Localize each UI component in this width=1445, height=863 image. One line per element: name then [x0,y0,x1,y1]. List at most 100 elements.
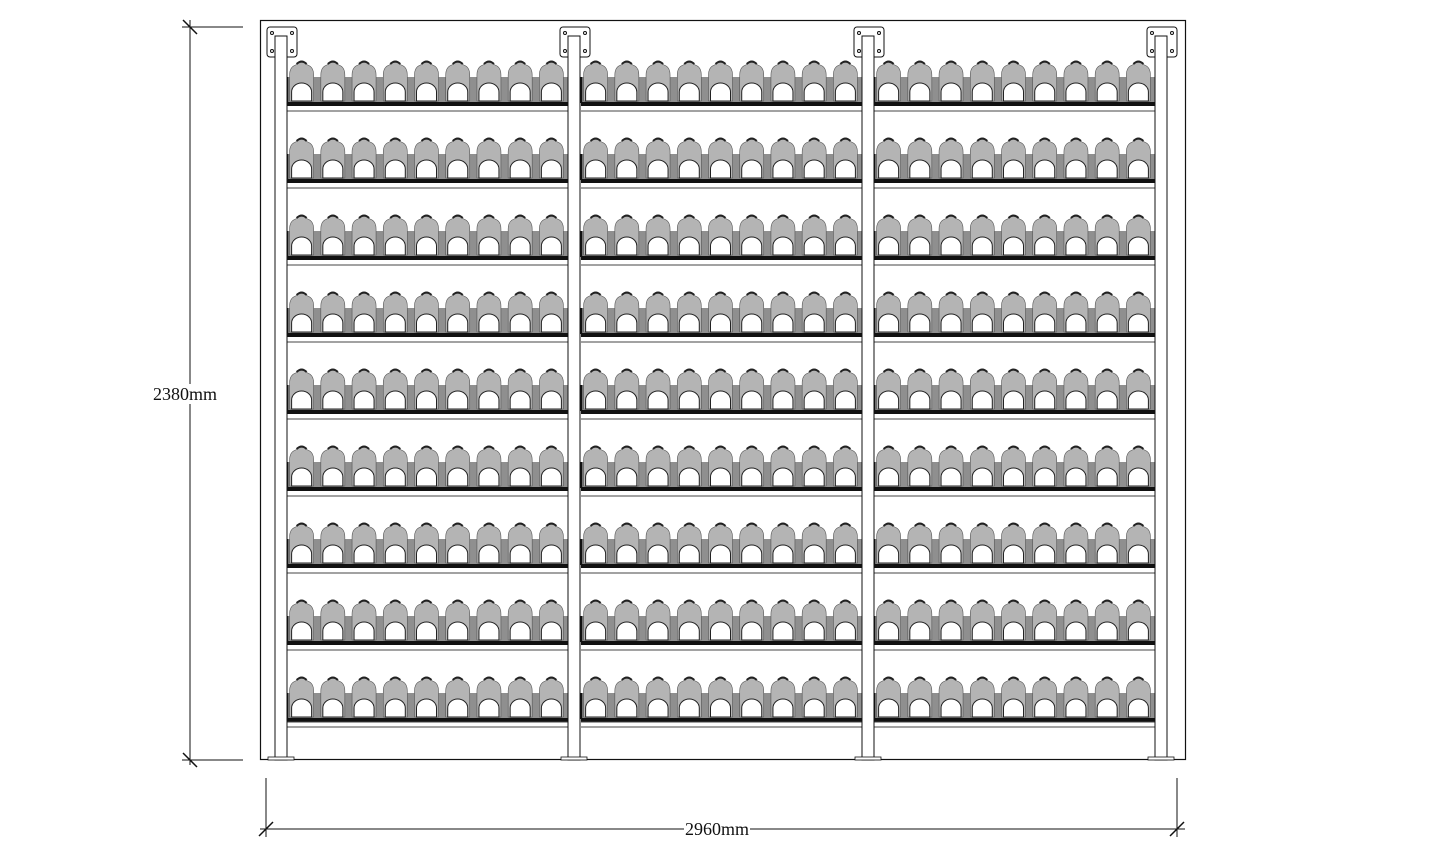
bottle-neck-rim [358,214,370,219]
bottle-neck-rim [327,214,339,219]
bottle-hole [647,621,669,641]
bottle-hole [1096,621,1118,641]
bottle-neck-rim [420,368,433,373]
bottle-neck-rim [1101,676,1113,681]
bottle-neck-rim [483,291,495,296]
bottle-hole [540,698,562,718]
bottle-hole [1003,698,1024,718]
bottle-neck-rim [683,676,695,681]
bottle-neck-rim [295,214,308,219]
bottle-neck-rim [683,291,695,296]
bottle-hole [710,467,731,487]
bottle-hole [1003,236,1024,256]
bottle-hole [478,390,500,410]
bottle-hole [834,467,856,487]
shelf-rail [287,256,568,260]
bottle-hole [540,544,562,564]
bottle-hole [772,82,794,102]
bottle-neck-rim [1070,522,1082,527]
bottle-hole [1034,82,1056,102]
bottle-hole [447,390,469,410]
bottle-hole [1096,544,1118,564]
shelf-rail [874,564,1155,568]
bottle-hole [678,621,700,641]
bottle-neck-rim [882,214,895,219]
bottle-neck-rim [882,60,895,65]
bottle-hole [940,390,962,410]
bottle-hole [1096,390,1118,410]
bottle-neck-rim [295,60,308,65]
bracket-screw-hole [270,49,274,53]
bottle-hole [478,82,500,102]
bottle-neck-rim [1132,291,1145,296]
bottle-neck-rim [514,522,526,527]
bottle-hole [803,544,825,564]
post-foot [560,756,588,761]
bottle-neck-rim [652,291,664,296]
bottle-neck-rim [839,445,852,450]
bottle-neck-rim [452,522,464,527]
bottle-neck-rim [945,522,957,527]
bottle-neck-rim [545,291,558,296]
bottle-neck-rim [808,214,820,219]
bottle-hole [291,621,313,641]
bottle-neck-rim [777,445,789,450]
bottle-hole [540,313,562,333]
bottle-hole [322,467,344,487]
bottle-neck-rim [1070,291,1082,296]
bottle-hole [678,159,700,179]
bottle-hole [909,544,931,564]
bottle-neck-rim [1070,60,1082,65]
bottle-neck-rim [589,599,602,604]
bottle-hole [1003,159,1024,179]
bottle-neck-rim [1007,60,1020,65]
bottle-hole [1096,313,1118,333]
bottle-hole [803,390,825,410]
bottle-hole [678,698,700,718]
bottle-hole [772,698,794,718]
bottle-neck-rim [945,445,957,450]
bottle-neck-rim [1007,137,1020,142]
bracket-screw-hole [1170,49,1174,53]
bottle-neck-rim [976,137,988,142]
bottle-hole [416,82,437,102]
bottle-hole [1065,159,1087,179]
bottle-neck-rim [652,445,664,450]
shelf-rail [874,641,1155,645]
bottle-hole [616,313,638,333]
bottle-hole [585,544,607,564]
bottle-hole [971,159,993,179]
bottle-neck-rim [589,368,602,373]
bottle-hole [1065,698,1087,718]
bottle-neck-rim [545,60,558,65]
bottle-neck-rim [1132,137,1145,142]
bottle-neck-rim [358,368,370,373]
bottle-hole [322,159,344,179]
bottle-hole [1034,236,1056,256]
bottle-hole [384,82,406,102]
bottle-hole [322,313,344,333]
width-tick-right [1169,821,1185,837]
bracket-screw-hole [290,49,294,53]
bottle-neck-rim [389,291,401,296]
bottle-hole [384,390,406,410]
bottle-hole [834,390,856,410]
bottle-hole [509,390,531,410]
bottle-neck-rim [545,445,558,450]
bottle-neck-rim [777,291,789,296]
bottle-neck-rim [483,522,495,527]
post-foot [267,756,295,761]
bottle-neck-rim [389,445,401,450]
bottle-neck-rim [1132,445,1145,450]
bottle-hole [878,621,900,641]
bottle-neck-rim [652,599,664,604]
bottle-hole [772,313,794,333]
bottle-hole [616,82,638,102]
bottle-hole [678,467,700,487]
bottle-neck-rim [1132,214,1145,219]
bottle-neck-rim [1039,522,1051,527]
bottle-hole [1065,236,1087,256]
bottle-hole [447,621,469,641]
shelf-rail [287,410,568,414]
bottle-neck-rim [1070,445,1082,450]
